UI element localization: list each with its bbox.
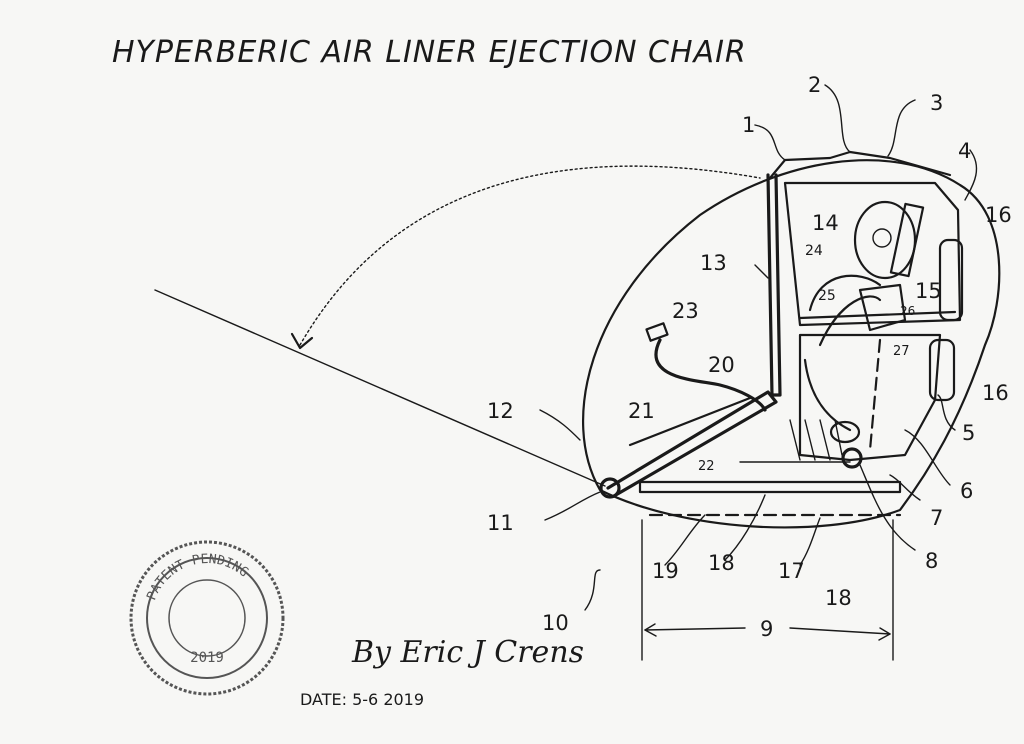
leader-8 [859,464,916,551]
oxygen-tank [853,200,917,280]
leader-12 [539,409,581,441]
hose-25 [818,295,882,347]
leader-18a [724,494,766,561]
dimension-arrow-left [644,623,657,637]
swing-arc [299,165,761,346]
callout-4: 4 [958,139,971,163]
floor-plate [638,480,902,494]
callout-24: 24 [805,243,823,259]
ray-line [154,289,606,487]
upper-thruster [938,238,964,322]
callout-7: 7 [930,506,943,530]
callout-8: 8 [925,549,938,573]
callout-22: 22 [698,459,715,474]
leader-17 [799,517,821,566]
callout-2: 2 [808,73,821,97]
capsule-outline [582,159,1001,529]
leader-5 [937,394,956,431]
leader-2 [824,84,851,153]
seat-base-hatch [789,419,843,461]
seat-rail [606,390,778,498]
tank-valve [872,228,892,248]
leader-4 [964,149,978,201]
front-hinge-pivot [599,477,621,499]
hose-23 [654,338,767,412]
canopy-top [768,150,952,180]
leader-6 [904,429,951,486]
callout-12: 12 [487,399,514,423]
callout-14: 14 [812,211,839,235]
lower-housing [798,333,942,462]
drawing-title: HYPERBERIC AIR LINER EJECTION CHAIR [112,35,747,70]
leader-3 [887,99,916,157]
housing-dashed-line [868,338,882,452]
callout-23: 23 [672,299,699,323]
seat-cushion [628,396,752,447]
callout-16-lower: 16 [982,381,1009,405]
callout-20: 20 [708,353,735,377]
compartment-floor [798,310,957,320]
callout-26: 26 [900,304,915,318]
callout-15: 15 [915,279,942,303]
hose-20 [803,358,852,432]
tank-mount [889,202,925,278]
hose-24 [808,274,882,312]
callout-17: 17 [778,559,805,583]
dimension-arrow-right [878,627,891,641]
callout-27: 27 [893,344,910,359]
callout-6: 6 [960,479,973,503]
leader-19 [664,514,706,566]
callout-13: 13 [700,251,727,275]
callout-18-b: 18 [825,586,852,610]
signature-date: DATE: 5-6 2019 [300,690,424,709]
callout-21: 21 [628,399,655,423]
dimension-line-9 [644,627,891,635]
callout-9: 9 [760,617,773,641]
callout-16-upper: 16 [985,203,1012,227]
lower-thruster [928,338,956,402]
upper-compartment [783,181,962,327]
signature: By Eric J Crens [351,635,584,670]
callout-11: 11 [487,511,514,535]
regulator-block [858,283,907,332]
mask-connector [645,322,669,342]
seat-back-plate [766,173,782,397]
callout-10: 10 [542,611,569,635]
swing-arc-arrowhead [290,332,314,350]
callout-25: 25 [818,288,836,304]
callout-5: 5 [962,421,975,445]
callout-labels: 1 2 3 4 5 6 7 8 9 10 11 12 13 14 15 16 1… [487,73,1012,641]
patent-stamp: PATENT PENDING 2019 [129,540,285,696]
callout-19: 19 [652,559,679,583]
callout-18-a: 18 [708,551,735,575]
leader-10 [584,569,601,611]
rear-hinge-pivot [841,447,863,469]
callout-3: 3 [930,91,943,115]
leader-11 [544,491,601,521]
leader-1 [754,124,786,161]
callout-1: 1 [742,113,755,137]
leader-7 [889,474,921,501]
leader-13 [754,264,769,279]
stamp-center-text: 2019 [190,650,224,666]
actuator-8 [829,420,861,444]
